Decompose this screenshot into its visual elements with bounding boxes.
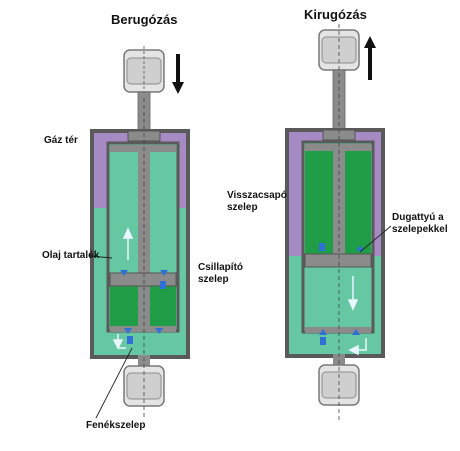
piston-label-line1: Dugattyú a xyxy=(392,212,444,223)
damping-valve-label-line2: szelep xyxy=(198,274,229,285)
right-absorber xyxy=(285,24,385,420)
arrow-down-icon xyxy=(172,54,184,94)
right-piston xyxy=(304,253,372,268)
left-top-bushing xyxy=(123,46,165,96)
check-valve-label-line1: Visszacsapó xyxy=(227,190,287,201)
right-top-bushing xyxy=(318,29,360,71)
left-valve-icons xyxy=(120,270,168,344)
right-valve-icons xyxy=(318,243,364,345)
gas-space-label: Gáz tér xyxy=(44,135,78,146)
left-piston xyxy=(109,272,177,287)
right-bottom-valve-block xyxy=(305,327,371,333)
right-flow-arrows xyxy=(347,276,367,356)
arrow-up-icon xyxy=(364,36,376,80)
left-bottom-valve-block xyxy=(110,326,176,332)
check-valve-label-line2: szelep xyxy=(227,202,258,213)
left-flow-arrows xyxy=(112,227,134,350)
piston-label-line2: szelepekkel xyxy=(392,224,448,235)
oil-reservoir-label: Olaj tartalék xyxy=(42,250,100,261)
bottom-valve-label: Fenékszelep xyxy=(86,420,146,431)
leader-lines xyxy=(89,225,392,419)
damping-valve-label-line1: Csillapító xyxy=(198,262,244,273)
rebound-title: Kirugózás xyxy=(304,7,367,22)
left-absorber xyxy=(90,46,190,420)
compression-title: Berugózás xyxy=(111,12,178,27)
